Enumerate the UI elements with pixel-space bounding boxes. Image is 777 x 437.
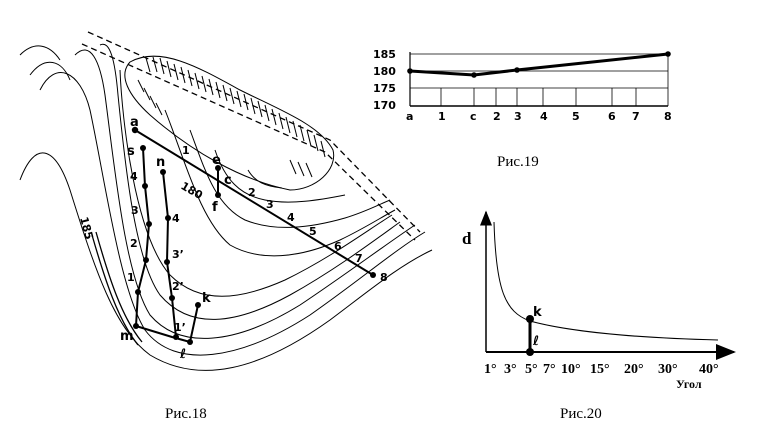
profile-tick-7: 7	[355, 252, 363, 265]
fig20-x-tick-10: 10°	[561, 362, 581, 377]
fig20-point-l	[526, 348, 534, 356]
road-dashed-line-1	[87, 31, 421, 233]
profile-tick-5: 5	[309, 225, 317, 238]
label-k: k	[202, 291, 211, 306]
profile-line	[134, 129, 374, 276]
fig19-x-tick-1: 1	[438, 110, 446, 123]
fig20-x-tick-30: 30°	[658, 362, 678, 377]
fig19-y-tick-180: 180	[373, 65, 396, 78]
label-e: e	[212, 153, 221, 168]
fig19-y-tick-170: 170	[373, 99, 396, 112]
stream-line-a	[91, 234, 139, 346]
fig20-x-tick-5: 5°	[525, 362, 538, 377]
fig20-angle-chart: d k ℓ 1° 3° 5° 7° 10° 15° 20° 30° 40° Уг…	[462, 210, 736, 422]
road-dashed-line-2	[81, 43, 416, 241]
fig20-x-tick-40: 40°	[699, 362, 719, 377]
fig20-x-tick-20: 20°	[624, 362, 644, 377]
profile-tick-3: 3	[266, 198, 274, 211]
fig19-profile-chart: 185 180 175 170 a 1 c 2 3 4 5 6 7 8 Рис.…	[373, 48, 672, 170]
profile-tick-4: 4	[287, 211, 295, 224]
fig19-x-tick-4: 4	[540, 110, 548, 123]
mid-tick-3: 3’	[172, 248, 184, 261]
fig19-caption: Рис.19	[497, 154, 539, 170]
cliff-outline	[124, 55, 335, 191]
label-n: n	[156, 155, 165, 170]
fig19-x-tick-a: a	[406, 110, 413, 123]
fig19-x-tick-6: 6	[608, 110, 616, 123]
fig20-hyperbola-curve	[493, 221, 719, 341]
fig19-x-tick-3: 3	[514, 110, 522, 123]
left-tick-1: 1	[127, 271, 135, 284]
fig19-x-tick-8: 8	[664, 110, 672, 123]
fig20-point-k	[526, 315, 534, 323]
fig19-gridlines	[410, 53, 669, 106]
fig20-label-l: ℓ	[532, 334, 539, 349]
fig19-profile-curve	[409, 52, 669, 77]
left-tick-2: 2	[130, 237, 138, 250]
contour-label-180: 180	[179, 179, 206, 202]
profile-tick-6: 6	[334, 240, 342, 253]
lower-transect	[135, 304, 199, 344]
fig19-x-tick-c: c	[470, 110, 477, 123]
fig19-x-tick-7: 7	[632, 110, 640, 123]
fig18-contour-map: a s n e c f k ℓ m 1 2 3 4 5 6 7 8 4 3 2 …	[19, 31, 433, 422]
left-tick-3: 3	[131, 204, 139, 217]
contour-label-185: 185	[77, 215, 96, 241]
left-tick-4: 4	[130, 170, 138, 183]
label-l: ℓ	[179, 347, 186, 362]
left-transect	[135, 147, 151, 327]
mid-tick-2: 2’	[172, 280, 184, 293]
fig20-x-tick-15: 15°	[590, 362, 610, 377]
cliff-hachures	[137, 56, 326, 178]
contour-lines	[19, 43, 433, 371]
profile-dots	[131, 126, 376, 345]
fig20-x-tick-1: 1°	[484, 362, 497, 377]
profile-tick-8: 8	[380, 271, 388, 284]
label-c: c	[224, 173, 232, 188]
fig20-label-k: k	[533, 305, 542, 320]
mid-tick-4: 4	[172, 212, 180, 225]
fig19-x-tick-5: 5	[572, 110, 580, 123]
fig20-x-label: Угол	[676, 377, 702, 391]
stream-line-b	[95, 231, 143, 343]
mid-tick-1: 1’	[174, 321, 186, 334]
label-m: m	[120, 329, 134, 344]
profile-tick-1: 1	[182, 144, 190, 157]
fig19-y-tick-185: 185	[373, 48, 396, 61]
profile-tick-2: 2	[248, 186, 256, 199]
fig19-y-tick-175: 175	[373, 82, 396, 95]
label-s: s	[127, 144, 135, 159]
fig18-caption: Рис.18	[165, 406, 207, 422]
fig19-x-tick-2: 2	[493, 110, 501, 123]
fig20-y-label: d	[462, 229, 472, 248]
label-a: a	[130, 115, 139, 130]
fig20-caption: Рис.20	[560, 406, 602, 422]
label-f: f	[212, 200, 218, 215]
fig19-curve-dots	[407, 51, 671, 78]
fig20-x-tick-7: 7°	[543, 362, 556, 377]
fig20-x-tick-3: 3°	[504, 362, 517, 377]
